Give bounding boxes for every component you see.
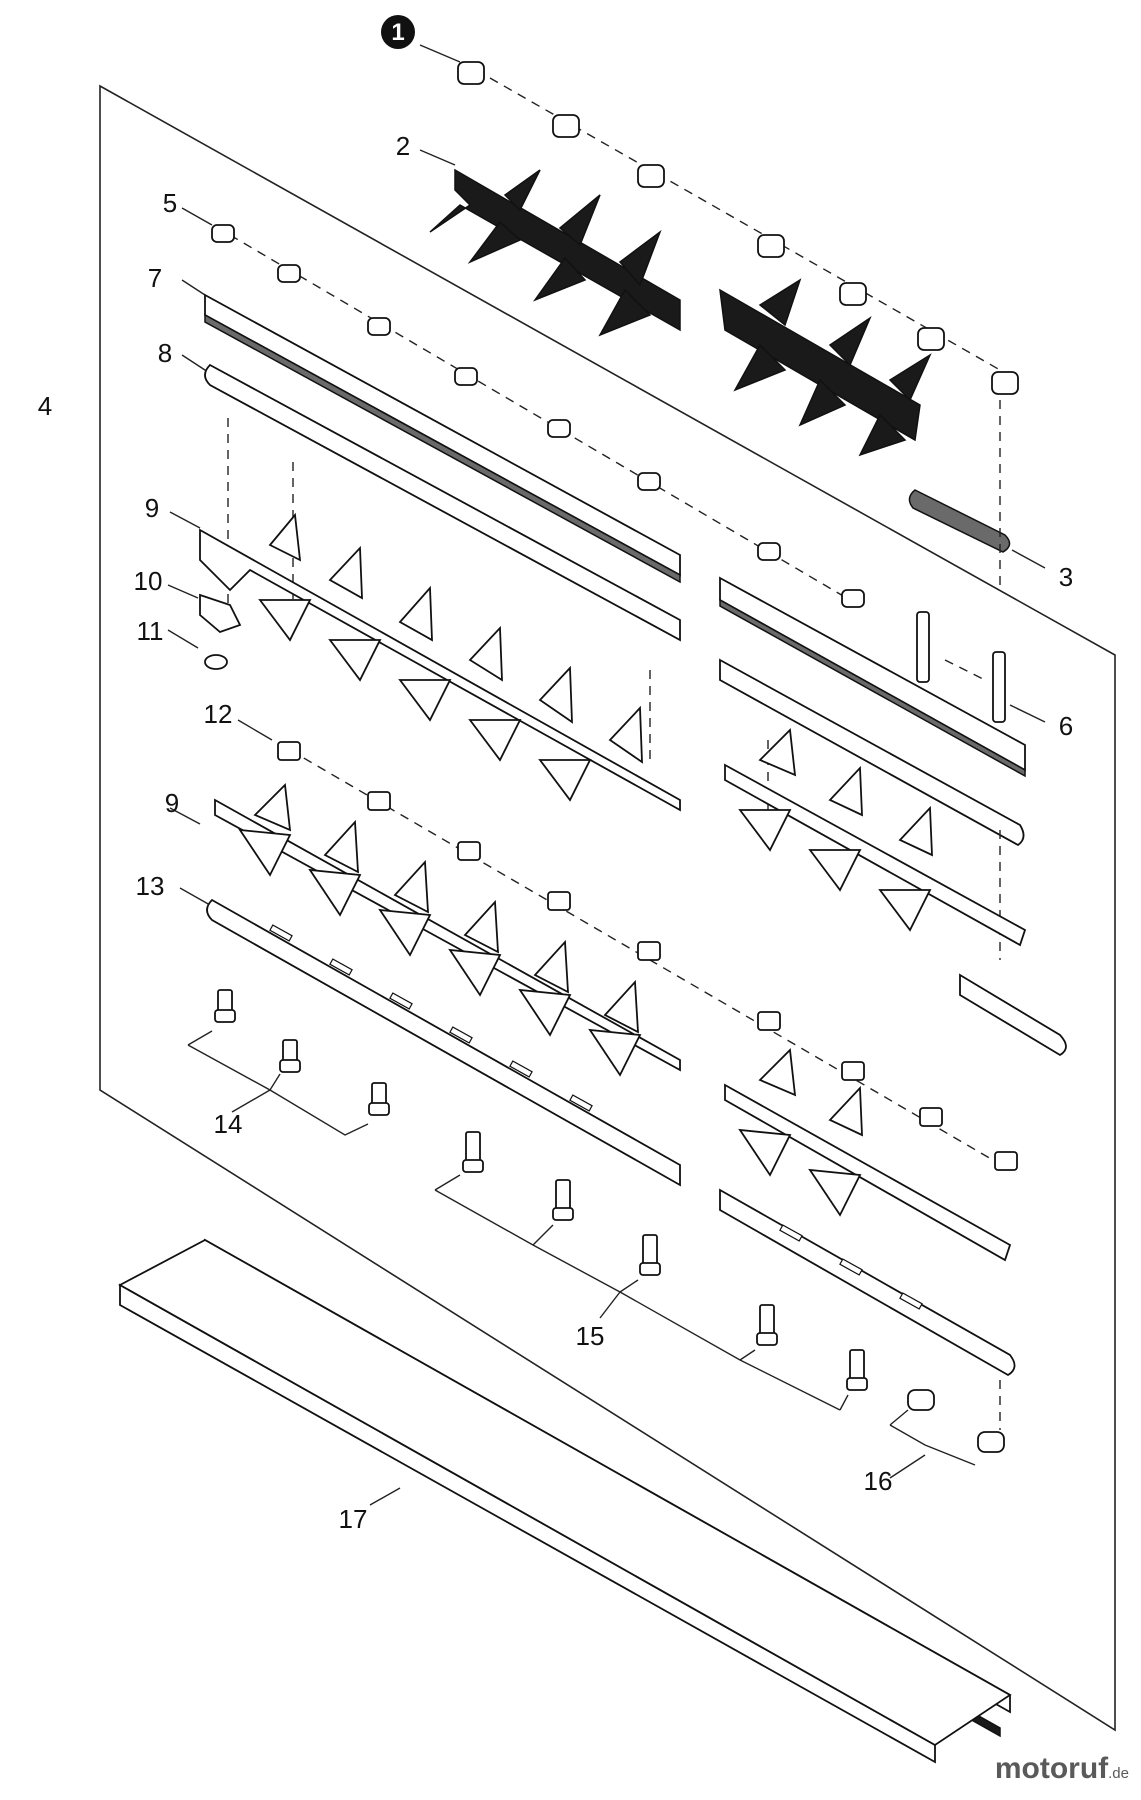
callout-9-lower: 9: [165, 788, 179, 818]
watermark-logo: motoruf.de: [995, 1752, 1129, 1786]
callout-3: 3: [1059, 562, 1073, 592]
callout-11: 11: [137, 616, 164, 646]
callout-9-upper: 9: [145, 493, 159, 523]
part-3-link-plate: [908, 400, 1046, 590]
slot-hole: [269, 924, 923, 1310]
callout-16: 16: [864, 1466, 893, 1496]
callout-2: 2: [396, 131, 410, 161]
assembly-frame: [99, 84, 1116, 1732]
part-17-blade-sheath: [118, 1238, 1012, 1764]
callout-13: 13: [136, 871, 165, 901]
part-6-studs: [916, 611, 1046, 723]
part-12-spacers: [237, 719, 1018, 1171]
part-9-lower-blade: [169, 783, 1067, 1262]
callout-15: 15: [576, 1321, 605, 1351]
callout-4: 4: [38, 391, 52, 421]
callout-14: 14: [214, 1109, 243, 1139]
callout-8: 8: [158, 338, 172, 368]
part-10-clip: [167, 584, 242, 634]
callout-1: 1: [391, 19, 404, 46]
part-15-bolts: [434, 1131, 868, 1411]
callout-6: 6: [1059, 711, 1073, 741]
part-5-small-nuts: [181, 207, 865, 608]
part-9-upper-blade: [169, 511, 1027, 947]
callout-17: 17: [339, 1504, 368, 1534]
part-2-cover-plate: [419, 149, 932, 457]
part-13-perforated-bar: [179, 887, 1016, 1377]
watermark-suffix: .de: [1108, 1765, 1129, 1782]
watermark-brand: motoruf: [994, 1752, 1109, 1785]
callout-12: 12: [204, 699, 233, 729]
callout-7: 7: [148, 263, 162, 293]
bolt-icon: [214, 989, 390, 1116]
spacer-icon: [277, 741, 1018, 1171]
nut-icon: [457, 61, 1019, 395]
part-16-flange-nuts: [889, 1380, 1005, 1479]
part-8-flat-bar: [181, 354, 1025, 960]
callout-10: 10: [134, 566, 163, 596]
part-7-guide-rail: [181, 279, 1026, 778]
part-11-washer: [167, 629, 228, 670]
bolt-icon: [462, 1131, 868, 1391]
part-14-bolts: [187, 989, 390, 1136]
nut-icon: [211, 224, 865, 608]
part-1-nuts: [419, 44, 1019, 395]
callout-badge-1: 1: [381, 15, 415, 49]
callout-5: 5: [163, 188, 177, 218]
